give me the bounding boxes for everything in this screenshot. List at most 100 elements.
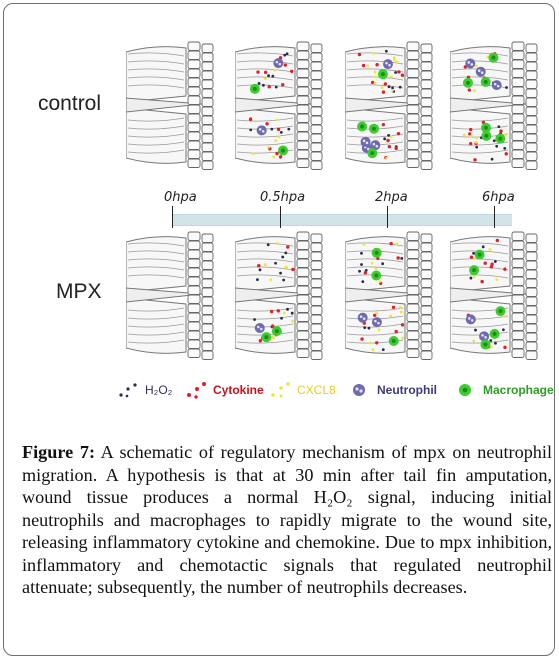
neutrophil-nucleus xyxy=(481,334,484,337)
epidermal-cell xyxy=(201,233,214,243)
fin-ray xyxy=(451,274,509,279)
cytokine-dot xyxy=(281,82,285,87)
legend-cxcl8-label: CXCL8 xyxy=(297,383,336,397)
fin-panel-control-0.5hpa xyxy=(235,41,323,170)
neutrophil-nucleus xyxy=(362,139,366,143)
fin-lower-fold xyxy=(235,107,296,164)
cxcl8-dot xyxy=(275,118,279,122)
cytokine-dot xyxy=(391,305,396,309)
epidermal-cell xyxy=(310,88,323,98)
notochord-wedge xyxy=(126,97,203,113)
epidermal-cell xyxy=(296,285,310,295)
cxcl8-dot xyxy=(389,135,393,139)
epidermal-cell xyxy=(406,276,420,286)
h2o2-dot xyxy=(279,271,282,275)
timepoint-label-1: 0.5hpa xyxy=(260,190,306,205)
cytokine-dot xyxy=(473,158,477,162)
epidermal-cell xyxy=(406,249,420,259)
h2o2-dot xyxy=(474,328,477,332)
h2o2-dot xyxy=(501,328,505,332)
epidermal-cell xyxy=(201,43,214,53)
h2o2-dots-icon xyxy=(119,383,137,398)
epidermal-cell xyxy=(201,142,214,152)
cytokine-dot xyxy=(267,85,271,89)
cxcl8-dot xyxy=(503,314,506,318)
cxcl8-dot xyxy=(495,278,499,282)
h2o2-dot xyxy=(267,74,270,78)
neutrophil-cell xyxy=(382,59,393,70)
epidermal-cell xyxy=(406,240,420,250)
epidermal-cell xyxy=(201,251,214,261)
cytokine-dot xyxy=(283,63,288,67)
fin-ray xyxy=(236,323,294,328)
fin-ray xyxy=(127,76,185,81)
fin-ray xyxy=(127,266,185,271)
cxcl8-dot xyxy=(291,319,294,323)
neutrophil-nucleus xyxy=(493,82,497,86)
fin-ray xyxy=(127,331,185,336)
epidermal-cell xyxy=(420,296,433,306)
macrophage-nucleus xyxy=(371,126,376,131)
h2o2-dot xyxy=(249,128,253,132)
epidermal-cell xyxy=(201,278,214,288)
fin-panel-mpx-0.5hpa xyxy=(235,231,323,360)
timepoint-label-3: 6hpa xyxy=(482,190,515,205)
cytokine-dot xyxy=(383,82,388,86)
cxcl8-dot xyxy=(377,328,381,332)
epidermal-cell xyxy=(310,133,323,143)
epidermal-cell xyxy=(187,140,201,150)
neutrophil-cell xyxy=(371,317,382,328)
epidermal-cell xyxy=(187,303,201,313)
epidermal-cell xyxy=(525,296,538,306)
neutrophil-nucleus xyxy=(374,319,377,323)
cxcl8-dot xyxy=(504,133,508,137)
cytokine-dot xyxy=(276,309,280,313)
cxcl8-dot xyxy=(488,247,492,251)
cxcl8-dot xyxy=(275,241,279,245)
epidermal-cell xyxy=(511,249,525,259)
epidermal-cell xyxy=(420,79,433,89)
epidermal-cell xyxy=(406,258,420,268)
cytokine-dot xyxy=(396,256,400,260)
cytokine-dot xyxy=(361,63,366,68)
epidermal-cell xyxy=(511,258,525,268)
h2o2-dot xyxy=(381,262,385,266)
row-label-mpx: MPX xyxy=(56,280,102,303)
macrophage-nucleus xyxy=(483,342,488,347)
epidermal-cell xyxy=(187,149,201,159)
epidermal-cell xyxy=(310,115,323,125)
epidermal-cell xyxy=(511,240,525,250)
epidermal-cell xyxy=(310,233,323,243)
neutrophil-cell xyxy=(256,125,267,136)
epidermal-cell xyxy=(310,341,323,351)
epidermal-cell xyxy=(187,249,201,259)
neutrophil-nucleus xyxy=(359,315,363,318)
fin-ray xyxy=(127,307,185,312)
epidermal-cell xyxy=(420,97,433,107)
fin-ray xyxy=(451,149,509,154)
fin-panel-mpx-0hpa xyxy=(126,231,214,360)
epidermal-cell xyxy=(187,68,201,78)
cxcl8-dot xyxy=(475,64,478,68)
epidermal-cell xyxy=(187,104,201,114)
neutrophil-nucleus xyxy=(477,69,481,73)
epidermal-cell xyxy=(310,296,323,306)
fin-ray xyxy=(236,141,294,146)
h2o2-dot xyxy=(271,74,275,78)
legend: H₂O₂ Cytokine CXCL8 xyxy=(117,380,559,404)
epidermal-cell xyxy=(420,52,433,62)
cxcl8-dot xyxy=(474,140,478,144)
cytokine-dot xyxy=(375,341,379,345)
epidermal-cell xyxy=(201,88,214,98)
neutrophil-nucleus xyxy=(261,130,265,133)
epidermal-cell xyxy=(525,133,538,143)
epidermal-cell xyxy=(511,330,525,340)
macrophage-nucleus xyxy=(472,268,477,273)
timeline-tick-1 xyxy=(280,206,281,228)
fin-panel-mpx-2hpa xyxy=(345,231,433,360)
cytokine-dot xyxy=(290,69,294,73)
epidermal-cell xyxy=(511,285,525,295)
epidermal-cell xyxy=(296,50,310,60)
epidermal-cell xyxy=(187,294,201,304)
epidermal-cell xyxy=(310,350,323,360)
